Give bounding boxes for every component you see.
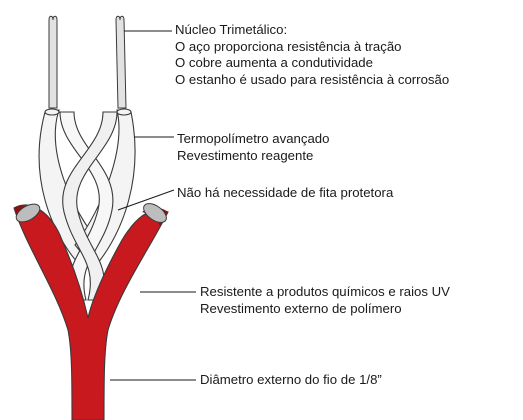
callout-resist: Resistente a produtos químicos e raios U…: [200, 284, 450, 317]
core-tin: O estanho é usado para resistência à cor…: [175, 71, 450, 87]
callout-tape: Não há necessidade de fita protetora: [177, 185, 393, 202]
left-wire-sheath-cut: [44, 108, 60, 116]
jacket-cut-left: [15, 203, 41, 223]
jacket-line-1: Termopolímetro avançado: [177, 131, 330, 146]
callout-core: Núcleo Trimetálico: O aço proporciona re…: [175, 22, 449, 88]
cable-illustration: [13, 15, 169, 420]
leader-lines: [110, 30, 196, 381]
left-conductor: [48, 15, 58, 109]
core-steel: O aço proporciona resistência à tração: [175, 38, 402, 54]
diameter-line-1: Diâmetro externo do fio de 1/8”: [200, 372, 382, 387]
callout-diameter: Diâmetro externo do fio de 1/8”: [200, 372, 382, 389]
jacket-cut-right: [143, 203, 167, 223]
core-title: Núcleo Trimetálico:: [175, 22, 288, 37]
outer-jacket: [13, 204, 169, 420]
twisted-wire-b: [62, 111, 118, 301]
tape-line-1: Não há necessidade de fita protetora: [177, 185, 394, 200]
right-wire-sheath-cut: [116, 108, 132, 116]
callout-jacket: Termopolímetro avançado Revestimento rea…: [177, 131, 329, 164]
leader-tape: [117, 189, 175, 211]
resist-line-1: Resistente a produtos químicos e raios U…: [200, 284, 450, 299]
jacket-line-2: Revestimento reagente: [177, 147, 314, 163]
core-copper: O cobre aumenta a condutividade: [175, 55, 373, 70]
resist-line-2: Revestimento externo de polímero: [200, 300, 402, 316]
right-conductor: [115, 15, 127, 109]
